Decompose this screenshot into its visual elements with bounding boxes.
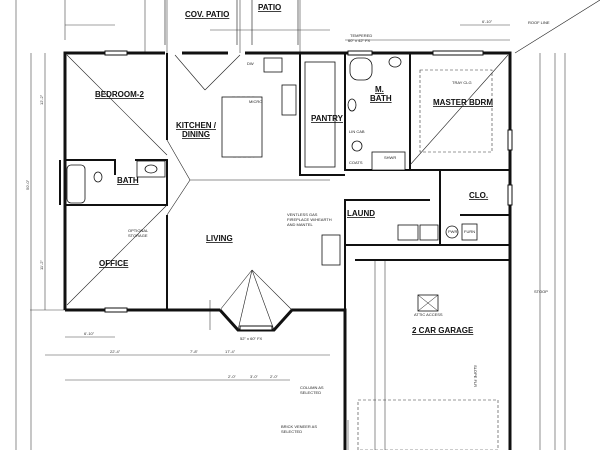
room-label-living: LIVING [206, 234, 233, 243]
patio-outlines [164, 0, 299, 45]
note-fireplace-1: VENTLESS GAS [287, 212, 318, 217]
dimension-label: 7'-8" [190, 349, 199, 354]
room-label-pantry: PANTRY [311, 114, 344, 123]
windows [104, 50, 513, 331]
dimension-label: 50'-0" [25, 179, 30, 190]
dimension-label: 11'-2" [39, 260, 44, 270]
dimension-label: 6'-10" [482, 19, 493, 24]
range [281, 84, 297, 116]
note-fireplace-2: FIREPLACE W/HEARTH [287, 217, 332, 222]
note-furn: FURN [464, 229, 475, 234]
note-pwr: PWR [448, 229, 457, 234]
note-column-1: COLUMN AS [300, 385, 324, 390]
note-tempered: TEMPERED [350, 33, 372, 38]
toilet [93, 171, 103, 183]
note-bay-window: 52" x 60" FX [240, 336, 263, 341]
sink [388, 56, 402, 68]
room-label-clo: CLO. [469, 191, 488, 200]
note-brick-2: SELECTED [281, 429, 302, 434]
bathtub [66, 164, 86, 204]
room-label-bath: BATH [117, 176, 139, 185]
note-brick-1: BRICK VENEER AS [281, 424, 317, 429]
note-optional-storage-2: STORAGE [128, 233, 148, 238]
note-tempered-size: 60" x 42" FX [348, 38, 371, 43]
note-roof-line: ROOF LINE [528, 20, 550, 25]
note-dw: DW [247, 61, 254, 66]
dimension-label: 2'-0" [228, 374, 237, 379]
dimension-label: 2'-0" [270, 374, 279, 379]
room-label-bedroom-2: BEDROOM-2 [95, 90, 144, 99]
note-tray-clg: TRAY CLG [452, 80, 472, 85]
interior-walls [59, 53, 510, 310]
shower [371, 151, 406, 171]
room-label-dining: DINING [182, 130, 210, 139]
dimension-label: 17'-4" [225, 349, 236, 354]
note-lin-cab: LIN CAB [349, 129, 365, 134]
room-label-m-bath: M. [375, 85, 384, 94]
note-shwr: SHWR [384, 155, 396, 160]
room-label-laund: LAUND [347, 209, 375, 218]
note-fireplace-3: AND MANTEL [287, 222, 314, 227]
note-stoop: STOOP [534, 289, 548, 294]
dimension-lines [15, 0, 566, 450]
kitchen-island [221, 96, 263, 158]
furnace [461, 223, 478, 241]
sink [347, 98, 357, 112]
note-column-2: SELECTED [300, 390, 321, 395]
fixtures [66, 56, 478, 312]
note-micro: MICRO [249, 99, 262, 104]
washer [397, 224, 419, 241]
note-attic-access: ATTIC ACCESS [414, 312, 443, 317]
kitchen-sink [263, 57, 283, 73]
room-label-m-bath-2: BATH [370, 94, 392, 103]
dimension-label: 3'-0" [250, 374, 259, 379]
note-optional-storage-1: OPTIONAL [128, 228, 149, 233]
dimension-label: 12'-2" [39, 94, 44, 105]
room-label-cov-patio: COV. PATIO [185, 10, 229, 19]
sink [144, 164, 158, 174]
tub [349, 57, 373, 81]
water-heater [445, 225, 459, 239]
dimension-label: 22'-4" [110, 349, 121, 354]
dryer [419, 224, 439, 241]
pantry-shelf [304, 61, 336, 168]
ceiling-lines [66, 0, 600, 331]
fireplace [321, 234, 341, 266]
note-coats: COATS [349, 160, 363, 165]
exterior-walls [63, 51, 512, 450]
room-label-garage: 2 CAR GARAGE [412, 326, 474, 335]
toilet [351, 140, 363, 152]
room-label-patio: PATIO [258, 3, 281, 12]
note-slope-flr: SLOPE FLR [473, 365, 478, 387]
room-label-kitchen: KITCHEN / [176, 121, 217, 130]
room-label-master-bdrm: MASTER BDRM [433, 98, 493, 107]
dimension-label: 6'-10" [84, 331, 95, 336]
room-label-office: OFFICE [99, 259, 129, 268]
